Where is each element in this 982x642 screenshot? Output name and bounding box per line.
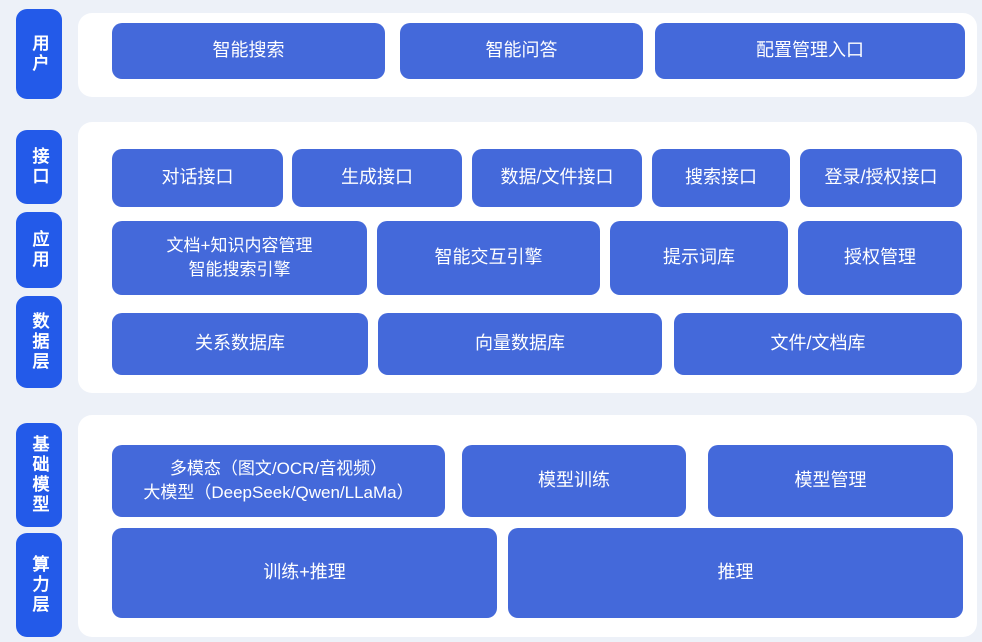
block-relational-db: 关系数据库 [112, 313, 368, 375]
block-interactive-engine: 智能交互引擎 [377, 221, 600, 295]
block-smart-qa: 智能问答 [400, 23, 643, 79]
block-file-doc-store: 文件/文档库 [674, 313, 962, 375]
layer-label-user-text: 用户 [29, 34, 49, 74]
block-inference: 推理 [508, 528, 963, 618]
block-training-plus-inference: 训练+推理 [112, 528, 497, 618]
block-data-file-api: 数据/文件接口 [472, 149, 642, 207]
block-search-api: 搜索接口 [652, 149, 790, 207]
layer-label-base-model-text: 基础模型 [29, 435, 49, 515]
layer-label-interface: 接口 [16, 130, 62, 204]
block-model-management: 模型管理 [708, 445, 953, 517]
layer-label-application-text: 应用 [29, 230, 49, 270]
block-generation-api: 生成接口 [292, 149, 462, 207]
layer-label-data: 数据层 [16, 296, 62, 388]
block-multimodal-llm: 多模态（图文/OCR/音视频） 大模型（DeepSeek/Qwen/LLaMa） [112, 445, 445, 517]
block-smart-search: 智能搜索 [112, 23, 385, 79]
block-vector-db: 向量数据库 [378, 313, 662, 375]
layer-label-application: 应用 [16, 212, 62, 288]
block-prompt-library: 提示词库 [610, 221, 788, 295]
layer-label-data-text: 数据层 [29, 312, 49, 372]
block-dialog-api: 对话接口 [112, 149, 283, 207]
block-login-auth-api: 登录/授权接口 [800, 149, 962, 207]
layer-label-base-model: 基础模型 [16, 423, 62, 527]
layer-label-interface-text: 接口 [29, 147, 49, 187]
block-config-management-entry: 配置管理入口 [655, 23, 965, 79]
block-auth-management: 授权管理 [798, 221, 962, 295]
layer-label-compute: 算力层 [16, 533, 62, 637]
block-model-training: 模型训练 [462, 445, 686, 517]
layer-label-user: 用户 [16, 9, 62, 99]
block-doc-knowledge-search-engine: 文档+知识内容管理 智能搜索引擎 [112, 221, 367, 295]
layer-label-compute-text: 算力层 [29, 555, 49, 615]
